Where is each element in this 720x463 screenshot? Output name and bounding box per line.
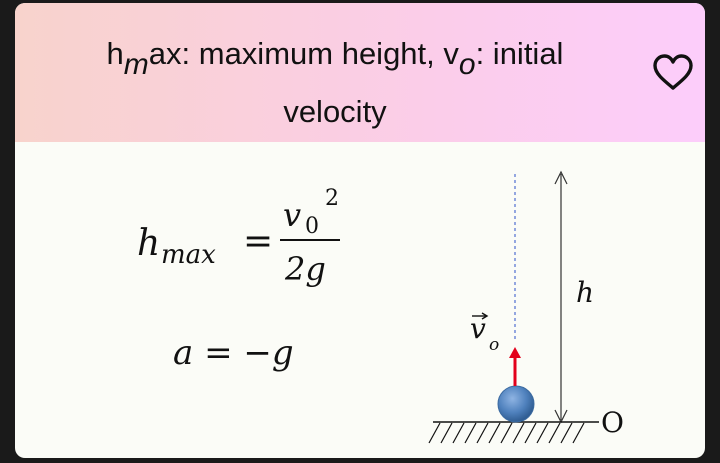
card-body: h max = v 0 2 2g a = −g h: [15, 142, 705, 458]
title-line-2: velocity: [283, 94, 387, 129]
hmax-subscript: max: [161, 240, 216, 270]
origin-label: O: [601, 406, 624, 439]
title-h: h: [106, 36, 124, 71]
title-part-2: : initial: [475, 36, 564, 71]
card-title: hmax: maximum height, vo: initial veloci…: [50, 25, 620, 141]
vector-arrow-tip: [481, 312, 489, 320]
denominator: 2g: [284, 250, 326, 288]
formula-card: hmax: maximum height, vo: initial veloci…: [15, 3, 705, 458]
numerator-exponent: 2: [325, 186, 339, 211]
title-part-1: ax: maximum height, v: [148, 36, 459, 71]
height-label: h: [576, 276, 594, 309]
ground-hatching: [428, 422, 585, 444]
numerator-subscript: 0: [305, 214, 319, 239]
velocity-arrowhead: [509, 347, 521, 358]
equals-sign: =: [243, 221, 273, 262]
acceleration-formula: a = −g: [173, 333, 294, 373]
ball: [497, 385, 535, 423]
hmax-symbol: h: [137, 223, 160, 264]
card-header: hmax: maximum height, vo: initial veloci…: [15, 3, 705, 142]
height-arrow-top: [554, 170, 568, 185]
velocity-label: v: [470, 312, 486, 345]
velocity-subscript: o: [489, 335, 499, 355]
numerator-v: v: [283, 196, 301, 234]
formula-diagram: h max = v 0 2 2g a = −g h: [137, 170, 624, 444]
title-sub-m: m: [123, 48, 149, 81]
heart-icon[interactable]: [652, 53, 694, 93]
title-sub-o: o: [458, 48, 476, 81]
